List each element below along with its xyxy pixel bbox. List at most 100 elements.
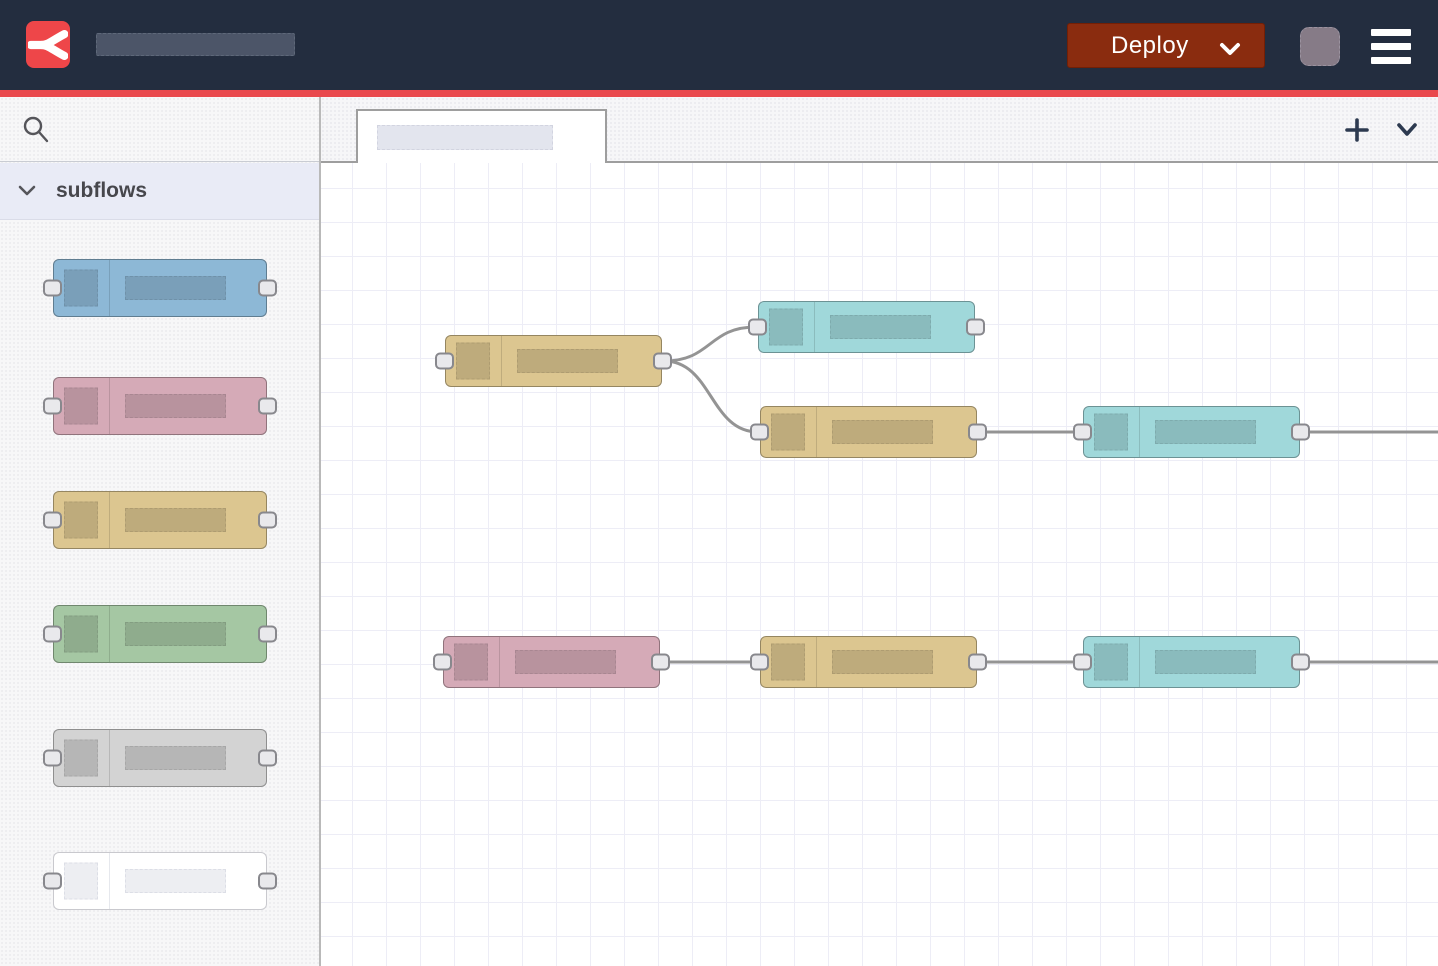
node-output-port[interactable] [258,511,277,529]
node-icon-placeholder [771,413,805,451]
node-input-port[interactable] [43,279,62,297]
node-label-placeholder [125,276,226,300]
node-label-placeholder [832,650,933,674]
node-icon-placeholder [64,387,98,425]
flow-list-button[interactable] [1394,117,1420,143]
palette-node-white[interactable] [43,852,277,910]
node-output-port[interactable] [258,872,277,890]
chevron-down-icon[interactable] [1218,38,1242,66]
node-icon-placeholder [64,862,98,900]
node-divider [499,637,500,687]
node-divider [816,407,817,457]
header-accent-bar [0,90,1438,97]
node-icon-placeholder [64,615,98,653]
node-input-port[interactable] [43,625,62,643]
flow-node-tan-2[interactable] [750,406,987,458]
avatar[interactable] [1300,27,1340,66]
node-input-port[interactable] [43,397,62,415]
node-divider [109,378,110,434]
node-output-port[interactable] [258,397,277,415]
chevron-down-icon[interactable] [18,185,36,197]
node-input-port[interactable] [43,511,62,529]
flow-node-cyan-2[interactable] [1073,406,1310,458]
palette-category-subflows[interactable]: subflows [0,163,319,220]
node-input-port[interactable] [1073,423,1092,441]
node-label-placeholder [517,349,618,373]
node-output-port[interactable] [966,318,985,336]
workspace [321,97,1438,966]
node-output-port[interactable] [653,352,672,370]
palette-node-tan[interactable] [43,491,277,549]
node-output-port[interactable] [968,653,987,671]
node-input-port[interactable] [748,318,767,336]
palette-list [0,220,319,966]
node-output-port[interactable] [258,749,277,767]
node-divider [109,606,110,662]
hamburger-menu-icon[interactable] [1371,29,1411,65]
flow-tab-label-placeholder [377,125,553,150]
node-icon-placeholder [456,342,490,380]
node-label-placeholder [830,315,931,339]
node-output-port[interactable] [1291,653,1310,671]
deploy-button-label: Deploy [1111,31,1189,59]
flow-node-cyan-1[interactable] [748,301,985,353]
node-input-port[interactable] [435,352,454,370]
node-output-port[interactable] [651,653,670,671]
node-icon-placeholder [769,308,803,346]
header-title-placeholder [96,33,295,56]
palette-node-blue[interactable] [43,259,277,317]
chevron-down-icon [1397,123,1417,136]
node-divider [501,336,502,386]
node-icon-placeholder [64,269,98,307]
node-label-placeholder [125,508,226,532]
flow-node-tan-1[interactable] [435,335,672,387]
header: Deploy [0,0,1438,90]
node-icon-placeholder [1094,413,1128,451]
flow-node-pink-1[interactable] [433,636,670,688]
node-divider [1139,637,1140,687]
node-output-port[interactable] [968,423,987,441]
node-input-port[interactable] [750,653,769,671]
palette-search-row[interactable] [0,97,319,162]
node-divider [816,637,817,687]
deploy-button[interactable]: Deploy [1067,23,1265,68]
flow-tab-active[interactable] [356,109,607,165]
palette-node-pink[interactable] [43,377,277,435]
palette-category-label: subflows [56,179,148,202]
node-divider [109,853,110,909]
node-icon-placeholder [64,739,98,777]
node-label-placeholder [1155,420,1256,444]
node-output-port[interactable] [1291,423,1310,441]
node-divider [1139,407,1140,457]
palette-node-green[interactable] [43,605,277,663]
wire-tan-1-to-cyan-1[interactable] [663,325,757,363]
node-input-port[interactable] [750,423,769,441]
plus-icon [1345,118,1369,142]
search-icon[interactable] [23,116,49,143]
node-input-port[interactable] [43,872,62,890]
node-input-port[interactable] [1073,653,1092,671]
flow-node-cyan-3[interactable] [1073,636,1310,688]
wire-tan-1-to-tan-2[interactable] [663,359,759,434]
node-label-placeholder [1155,650,1256,674]
node-label-placeholder [832,420,933,444]
node-divider [109,730,110,786]
node-input-port[interactable] [433,653,452,671]
node-icon-placeholder [64,501,98,539]
flow-canvas[interactable] [321,163,1438,966]
node-red-logo-icon [26,21,70,68]
flow-node-tan-3[interactable] [750,636,987,688]
node-label-placeholder [125,394,226,418]
palette-sidebar: subflows [0,97,321,966]
add-flow-button[interactable] [1344,117,1370,143]
node-label-placeholder [125,622,226,646]
node-icon-placeholder [454,643,488,681]
node-icon-placeholder [1094,643,1128,681]
node-divider [814,302,815,352]
node-divider [109,492,110,548]
node-divider [109,260,110,316]
node-output-port[interactable] [258,279,277,297]
node-input-port[interactable] [43,749,62,767]
node-output-port[interactable] [258,625,277,643]
palette-node-gray[interactable] [43,729,277,787]
